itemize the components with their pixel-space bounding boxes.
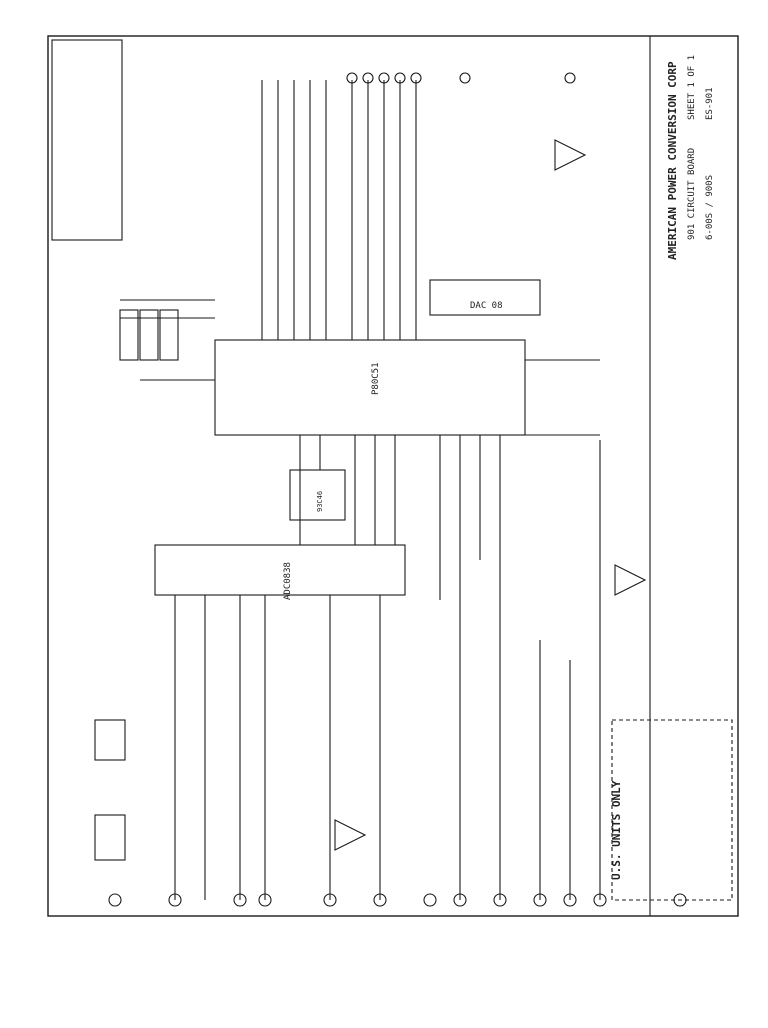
- board-name: 901 CIRCUIT BOARD: [687, 148, 697, 240]
- dac-label: DAC 08: [470, 301, 503, 311]
- mcu-body: [214, 339, 526, 436]
- sheet-number: SHEET 1 OF 1: [687, 55, 697, 120]
- us-units-note: U.S. UNITS ONLY: [610, 780, 623, 880]
- dac-body: [429, 279, 541, 316]
- us-only-box: [611, 719, 733, 901]
- eeprom-label: 93C46: [316, 491, 324, 512]
- company-name: AMERICAN POWER CONVERSION CORP: [666, 61, 679, 260]
- mcu-label: P80C51: [371, 362, 381, 395]
- adc-body: [154, 544, 406, 596]
- opamp-1: [554, 139, 587, 171]
- regulator-1: [94, 814, 126, 861]
- revision-block: [51, 39, 123, 241]
- opamp-3: [334, 819, 367, 851]
- eeprom-body: [289, 469, 346, 521]
- adc-label: ADC0838: [283, 562, 293, 600]
- sheet-border: [47, 35, 739, 917]
- drawing-number: ES-901: [705, 87, 715, 120]
- regulator-2: [94, 719, 126, 761]
- model-number: 6-00S / 900S: [705, 175, 715, 240]
- opamp-2: [614, 564, 647, 596]
